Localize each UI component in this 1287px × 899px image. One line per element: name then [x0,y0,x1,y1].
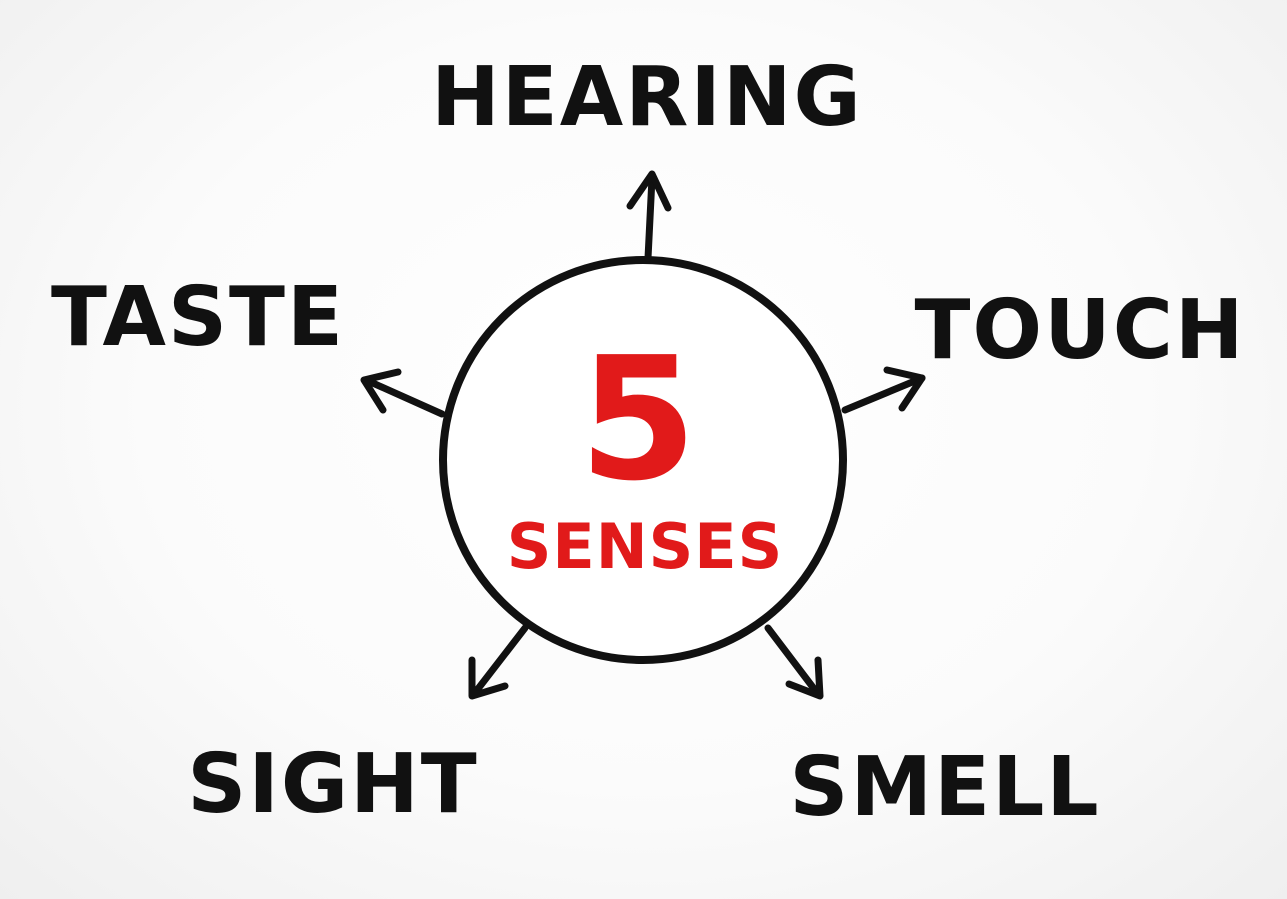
center-number: 5 [579,321,697,519]
arrow-taste [360,368,446,418]
sense-label-taste: TASTE [51,270,345,365]
arrow-touch [841,366,926,414]
arrow-sight [468,624,529,700]
arrow-smell [764,624,824,700]
sense-label-touch: TOUCH [914,283,1245,378]
sense-label-hearing: HEARING [431,50,863,145]
sense-label-sight: SIGHT [187,737,478,832]
center-circle [439,256,847,664]
center-word: SENSES [507,510,784,583]
arrow-hearing [626,170,672,262]
sense-label-smell: SMELL [789,740,1100,835]
